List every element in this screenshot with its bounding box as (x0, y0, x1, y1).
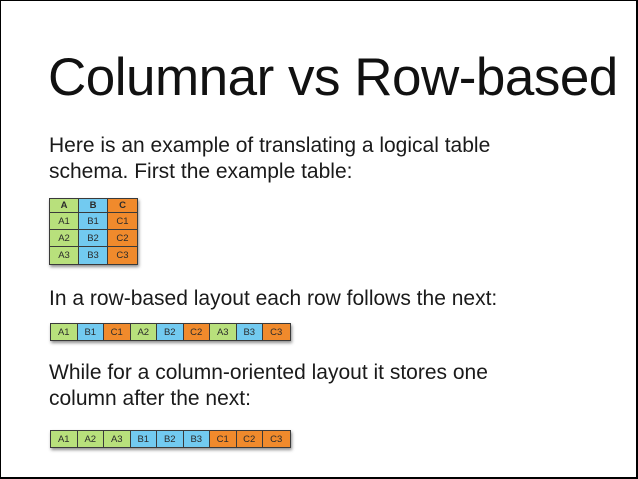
table-cell: C2 (108, 230, 137, 247)
strip-cell: B1 (77, 324, 104, 340)
slide-title: Columnar vs Row-based (48, 48, 618, 107)
column-layout-caption: While for a column-oriented layout it st… (49, 360, 488, 412)
table-header-b: B (79, 199, 108, 213)
intro-paragraph: Here is an example of translating a logi… (49, 133, 490, 185)
row-layout-caption: In a row-based layout each row follows t… (49, 287, 498, 310)
table-cell: B1 (79, 213, 108, 230)
strip-cell: B2 (157, 431, 184, 447)
column-layout-strip: A1 A2 A3 B1 B2 B3 C1 C2 C3 (50, 430, 291, 448)
row-layout-strip: A1 B1 C1 A2 B2 C2 A3 B3 C3 (50, 323, 291, 341)
strip-cell: C3 (263, 431, 290, 447)
strip-cell: B2 (157, 324, 184, 340)
intro-line-2: schema. First the example table: (49, 160, 353, 183)
strip-cell: A2 (77, 431, 104, 447)
table-header-c: C (108, 199, 137, 213)
strip-cell: B1 (130, 431, 157, 447)
strip-cell: C1 (104, 324, 131, 340)
table-cell: B2 (79, 230, 108, 247)
example-table: A B C A1 B1 C1 A2 B2 C2 A3 B3 C3 (49, 198, 138, 265)
column-caption-line-1: While for a column-oriented layout it st… (49, 361, 488, 384)
strip-cell: A1 (51, 324, 78, 340)
strip-cell: C3 (263, 324, 290, 340)
column-caption-line-2: column after the next: (49, 387, 251, 410)
table-cell: B3 (79, 247, 108, 264)
table-cell: A1 (50, 213, 79, 230)
intro-line-1: Here is an example of translating a logi… (49, 134, 491, 157)
strip-cell: A1 (51, 431, 78, 447)
table-cell: A2 (50, 230, 79, 247)
strip-cell: C2 (236, 431, 263, 447)
strip-cell: A3 (104, 431, 131, 447)
strip-cell: C1 (210, 431, 237, 447)
strip-cell: A3 (210, 324, 237, 340)
table-header-a: A (50, 199, 79, 213)
table-cell: C1 (108, 213, 137, 230)
table-cell: C3 (108, 247, 137, 264)
strip-cell: C2 (183, 324, 210, 340)
table-cell: A3 (50, 247, 79, 264)
strip-cell: B3 (183, 431, 210, 447)
strip-cell: A2 (130, 324, 157, 340)
strip-cell: B3 (236, 324, 263, 340)
